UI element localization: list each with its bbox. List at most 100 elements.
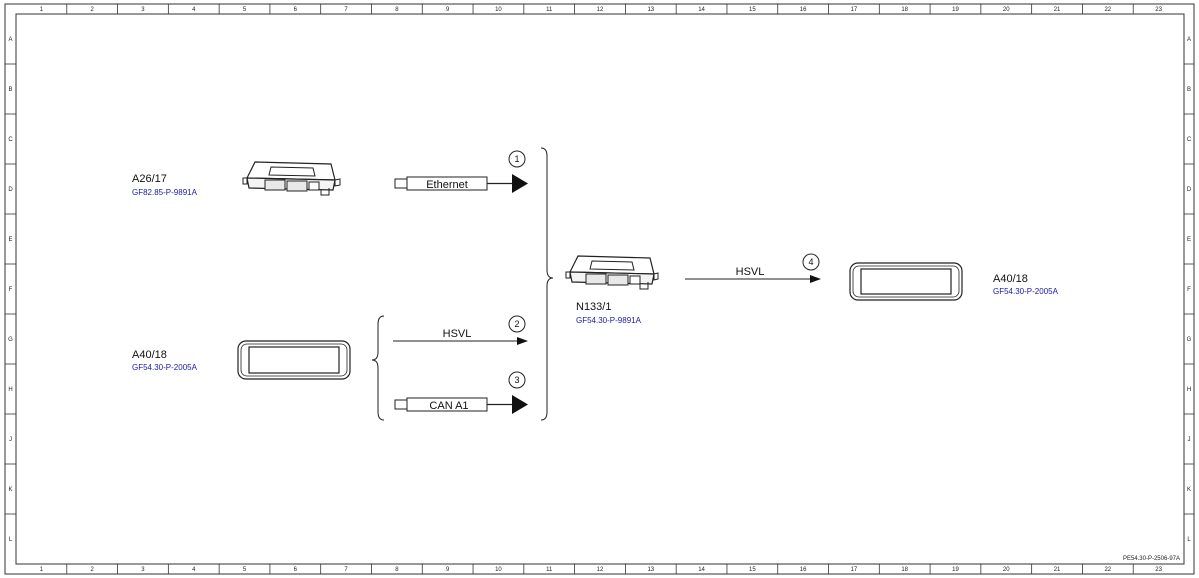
ruler-column-label-bottom: 5 [243, 567, 247, 573]
ruler-row-label-right: E [1187, 237, 1191, 243]
ruler-row-label-right: B [1187, 87, 1191, 93]
ruler-column-label-bottom: 20 [1003, 567, 1010, 573]
ruler-column-label-bottom: 16 [800, 567, 807, 573]
component-n133-1-name: N133/1 [576, 301, 611, 313]
ruler-row-label-right: D [1187, 187, 1192, 193]
ruler-column-label-top: 22 [1104, 7, 1111, 13]
ruler-column-label-top: 18 [901, 7, 908, 13]
signal-can-a1-number-circle [508, 371, 526, 389]
inner-frame [15, 13, 1185, 565]
ruler-row-label-left: L [9, 537, 13, 543]
ruler-column-label-bottom: 4 [192, 567, 196, 573]
ruler-column-label-top: 2 [91, 7, 95, 13]
ruler-column-label-bottom: 13 [647, 567, 654, 573]
ruler-row-label-left: H [8, 387, 12, 393]
signal-ethernet-arrow [394, 174, 528, 193]
ruler-column-label-bottom: 23 [1155, 567, 1162, 573]
ruler-column-label-bottom: 15 [749, 567, 756, 573]
ruler-column-label-top: 12 [597, 7, 604, 13]
ruler-row-label-left: K [8, 487, 12, 493]
ruler-column-label-top: 7 [344, 7, 348, 13]
ruler-column-label-bottom: 18 [901, 567, 908, 573]
signal-can-a1-label: CAN A1 [429, 400, 468, 412]
ruler-row-label-left: G [8, 337, 13, 343]
ruler-column-label-top: 17 [851, 7, 858, 13]
frame-ruler: 1122334455667788991010111112121313141415… [5, 4, 1194, 574]
signal-hsvl-left-label: HSVL [443, 328, 472, 340]
right-group-brace [540, 147, 554, 421]
ruler-column-label-bottom: 17 [851, 567, 858, 573]
ruler-row-label-right: L [1187, 537, 1191, 543]
signal-can-a1-number: 3 [514, 375, 519, 385]
ruler-column-label-top: 15 [749, 7, 756, 13]
ruler-column-label-bottom: 6 [294, 567, 298, 573]
ruler-column-label-bottom: 11 [546, 567, 553, 573]
signal-hsvl-left-number: 2 [514, 319, 519, 329]
signal-ethernet-label: Ethernet [426, 179, 468, 191]
ruler-row-label-right: C [1187, 137, 1192, 143]
ruler-column-label-bottom: 12 [597, 567, 604, 573]
ruler-column-label-top: 1 [40, 7, 44, 13]
ruler-column-label-bottom: 3 [141, 567, 145, 573]
component-a40-18-left-ref-link[interactable]: GF54.30-P-2005A [132, 363, 198, 372]
ruler-column-label-bottom: 1 [40, 567, 44, 573]
ruler-column-label-top: 14 [698, 7, 705, 13]
ruler-column-label-bottom: 7 [344, 567, 348, 573]
signal-hsvl-left-arrow [393, 337, 528, 345]
display-a40-18-left-icon [237, 340, 351, 380]
ruler-column-label-bottom: 21 [1054, 567, 1061, 573]
ruler-column-label-top: 11 [546, 7, 553, 13]
signal-can-a1-arrow [394, 395, 528, 414]
component-n133-1-ref-link[interactable]: GF54.30-P-9891A [576, 316, 642, 325]
ruler-column-label-bottom: 10 [495, 567, 502, 573]
ruler-column-label-top: 13 [647, 7, 654, 13]
component-a26-17-ref-link[interactable]: GF82.85-P-9891A [132, 188, 198, 197]
ruler-row-label-right: F [1187, 287, 1191, 293]
ruler-column-label-bottom: 14 [698, 567, 705, 573]
signal-hsvl-right-arrow [685, 275, 821, 283]
ruler-row-label-left: A [8, 37, 12, 43]
component-a40-18-right-name: A40/18 [993, 273, 1028, 285]
ruler-row-label-left: J [9, 437, 12, 443]
left-group-brace [371, 315, 385, 421]
ruler-column-label-bottom: 8 [395, 567, 399, 573]
document-id: PE54.30-P-2506-97A [1123, 556, 1180, 562]
outer-frame [4, 3, 1195, 575]
ruler-column-label-top: 16 [800, 7, 807, 13]
ruler-row-label-right: A [1187, 37, 1191, 43]
ruler-column-label-top: 6 [294, 7, 298, 13]
component-a40-18-right-ref-link[interactable]: GF54.30-P-2005A [993, 287, 1059, 296]
ruler-column-label-bottom: 19 [952, 567, 959, 573]
module-a26-17-icon [242, 161, 341, 196]
component-a40-18-left-name: A40/18 [132, 349, 167, 361]
signal-hsvl-right-number: 4 [808, 257, 813, 267]
ruler-column-label-top: 21 [1054, 7, 1061, 13]
ruler-column-label-top: 20 [1003, 7, 1010, 13]
signal-hsvl-right-number-circle [802, 253, 820, 271]
ruler-column-label-top: 8 [395, 7, 399, 13]
ruler-column-label-top: 9 [446, 7, 450, 13]
ruler-column-label-bottom: 9 [446, 567, 450, 573]
ruler-column-label-top: 3 [141, 7, 145, 13]
signal-ethernet-number-circle [508, 150, 526, 168]
ruler-row-label-right: J [1188, 437, 1191, 443]
ruler-row-label-right: K [1187, 487, 1191, 493]
ruler-row-label-left: F [9, 287, 13, 293]
signal-hsvl-right-label: HSVL [736, 266, 765, 278]
signal-ethernet-number: 1 [514, 154, 519, 164]
component-a26-17-name: A26/17 [132, 173, 167, 185]
module-n133-1-icon [565, 255, 659, 290]
ruler-row-label-right: H [1187, 387, 1191, 393]
ruler-row-label-left: B [8, 87, 12, 93]
ruler-column-label-top: 4 [192, 7, 196, 13]
ruler-row-label-left: E [8, 237, 12, 243]
display-a40-18-right-icon [849, 262, 963, 301]
ruler-column-label-top: 19 [952, 7, 959, 13]
ruler-column-label-bottom: 22 [1104, 567, 1111, 573]
ruler-row-label-left: C [8, 137, 13, 143]
ruler-column-label-top: 5 [243, 7, 247, 13]
ruler-row-label-left: D [8, 187, 13, 193]
ruler-column-label-top: 23 [1155, 7, 1162, 13]
ruler-column-label-top: 10 [495, 7, 502, 13]
